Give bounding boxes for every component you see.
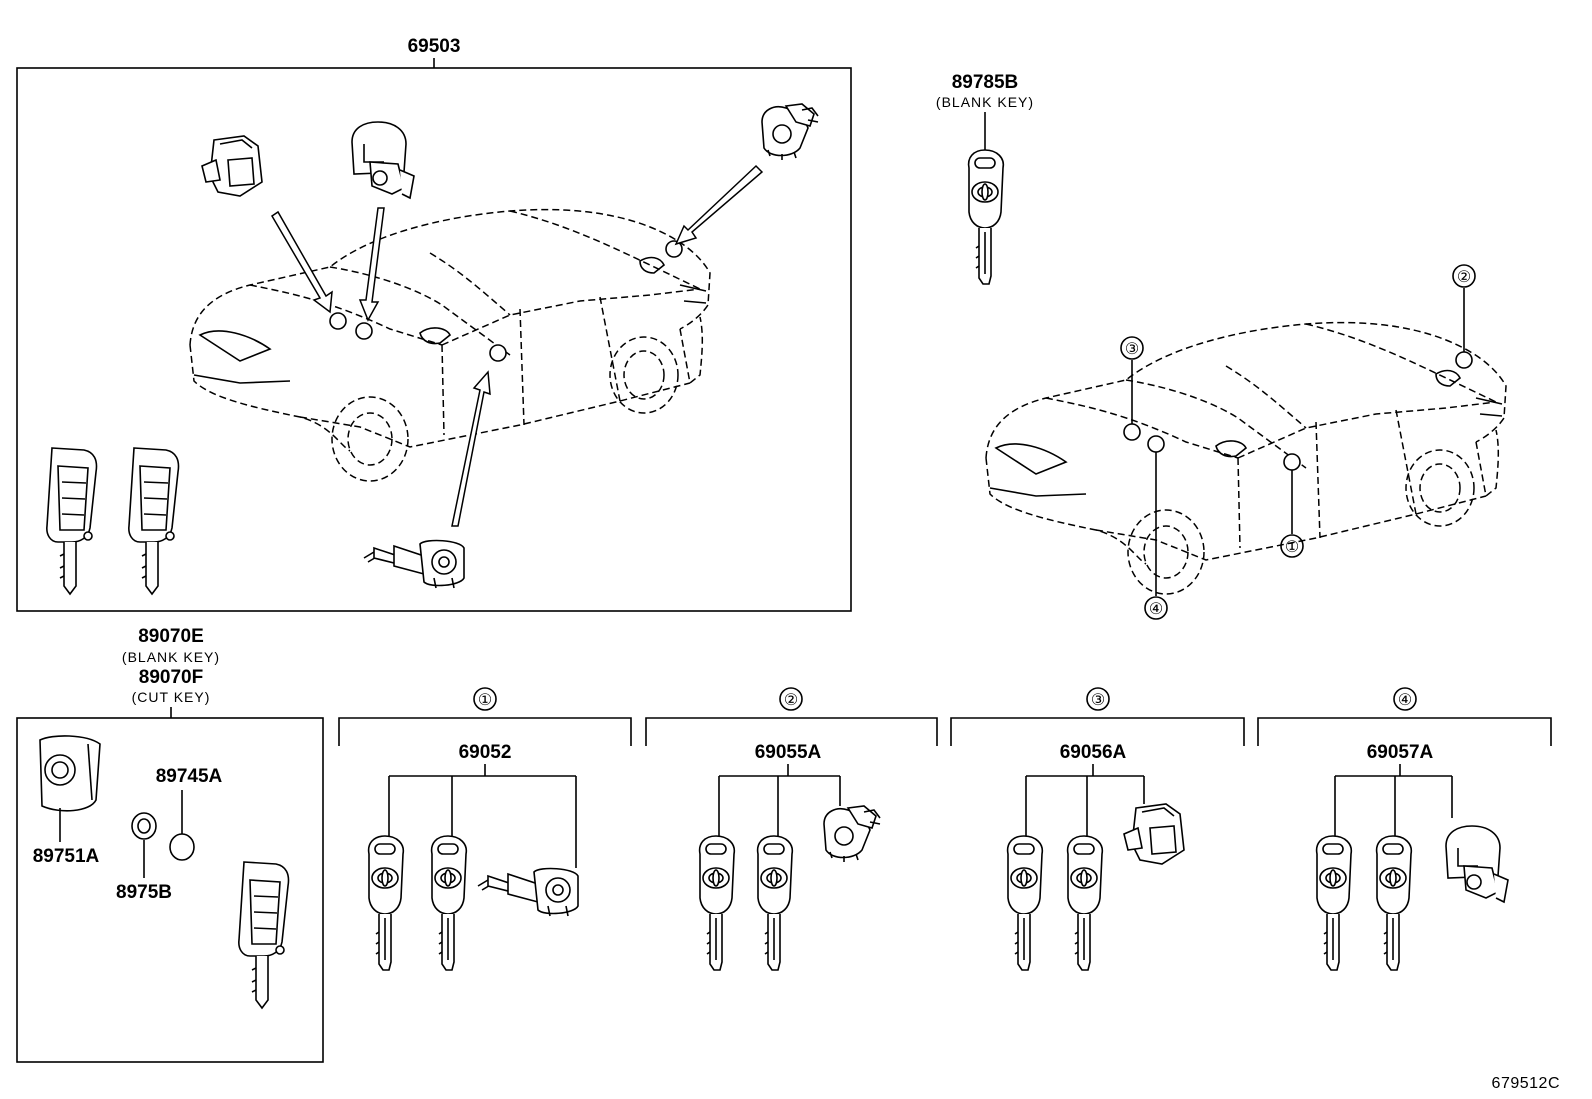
lock-cylinder-icon [761, 103, 819, 161]
transmitter-blank-note: (BLANK KEY) [122, 649, 220, 665]
key-icon [367, 835, 405, 971]
drawing-id: 679512C [1492, 1075, 1560, 1092]
location-dot-4 [1147, 435, 1165, 453]
car-outline-icon [985, 321, 1507, 595]
car-outline-icon [189, 208, 711, 482]
lock-set-part-number: 69503 [408, 36, 461, 57]
location-dot-ignition [355, 322, 373, 340]
key-set-group-4: ④ 69057A [1257, 687, 1552, 971]
group-marker-2: ② [784, 692, 798, 709]
key-set-group-2: ② 69055A [645, 687, 938, 971]
group-part-number-1: 69052 [459, 742, 512, 763]
key-icon [1006, 835, 1044, 971]
battery-part-number: 89745A [156, 766, 223, 787]
lock-set-frame [16, 67, 852, 612]
transmitter-cut-note: (CUT KEY) [132, 689, 211, 705]
lock-cylinder-icon [823, 805, 881, 863]
blank-key-part-number: 89785B [952, 72, 1019, 93]
remote-key-icon [46, 447, 98, 595]
group-marker-3: ③ [1091, 692, 1105, 709]
location-dot-trunk [665, 240, 683, 258]
group-part-number-3: 69056A [1060, 742, 1127, 763]
transmitter-cut-part-number: 89070F [139, 667, 203, 688]
key-icon [1066, 835, 1104, 971]
transmitter-set: 89070E (BLANK KEY) 89070F (CUT KEY) 8975… [16, 626, 324, 1063]
lock-cylinder-icon [201, 135, 263, 197]
cover-part-number: 8975B [116, 882, 172, 903]
key-icon [430, 835, 468, 971]
group-part-number-2: 69055A [755, 742, 822, 763]
key-icon [698, 835, 736, 971]
blank-key-89785B: 89785B (BLANK KEY) [936, 72, 1034, 285]
group-part-number-4: 69057A [1367, 742, 1434, 763]
key-set-group-1: ① 69052 [338, 687, 632, 971]
group-marker-4: ④ [1398, 692, 1412, 709]
battery-icon [169, 833, 195, 861]
lock-cylinder-icon [1123, 803, 1185, 865]
key-icon [1375, 835, 1413, 971]
ignition-switch-icon [351, 121, 415, 199]
location-dot-1 [1283, 453, 1301, 471]
location-car: ② ③ ① ④ [985, 264, 1507, 620]
key-icon [1315, 835, 1353, 971]
remote-key-icon [238, 861, 290, 1009]
key-set-group-3: ③ 69056A [950, 687, 1245, 971]
lock-cylinder-icon [477, 867, 579, 917]
location-marker-2: ② [1457, 269, 1471, 286]
location-marker-1: ① [1285, 539, 1299, 556]
case-part-number: 89751A [33, 846, 100, 867]
key-icon [756, 835, 794, 971]
key-icon [967, 149, 1005, 285]
location-marker-4: ④ [1149, 601, 1163, 618]
lock-cylinder-icon [363, 539, 465, 589]
transmitter-blank-part-number: 89070E [138, 626, 204, 647]
remote-key-icon [128, 447, 180, 595]
arrow-icon [270, 164, 764, 527]
location-dot-glovebox [329, 312, 347, 330]
group-marker-1: ① [478, 692, 492, 709]
location-marker-3: ③ [1125, 341, 1139, 358]
case-icon [39, 735, 101, 812]
cover-icon [131, 812, 157, 840]
location-dot-2 [1455, 351, 1473, 369]
transmitter-frame [16, 717, 324, 1063]
location-dot-door [489, 344, 507, 362]
location-dot-3 [1123, 423, 1141, 441]
lock-set-69503: 69503 [16, 36, 852, 612]
blank-key-note: (BLANK KEY) [936, 94, 1034, 110]
ignition-switch-icon [1445, 825, 1509, 903]
